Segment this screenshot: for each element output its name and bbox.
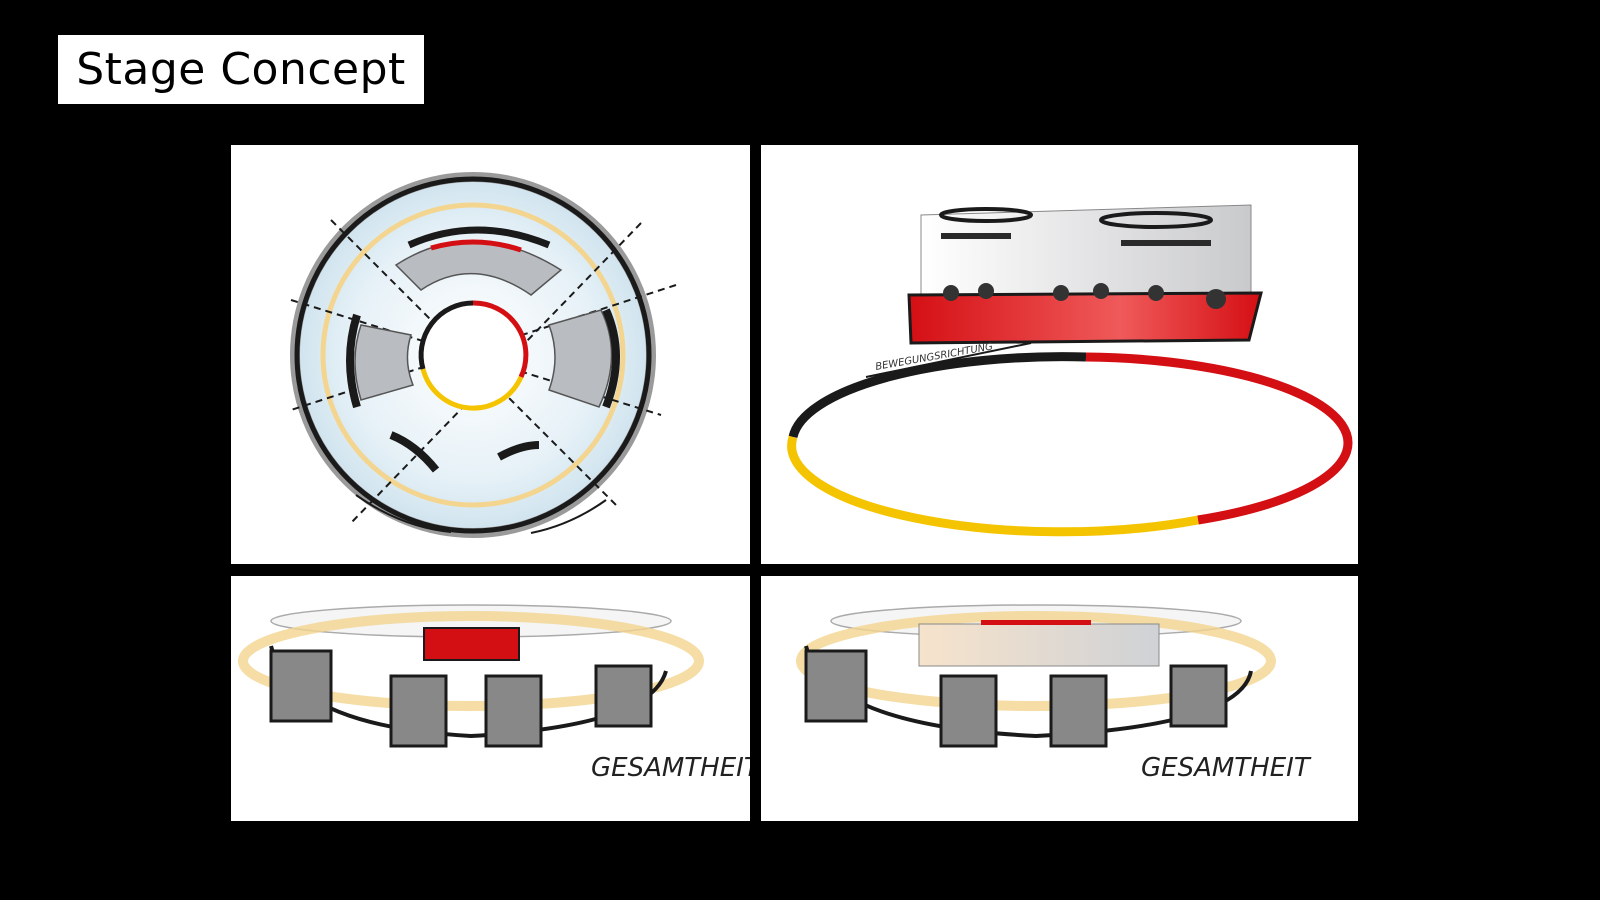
sketch-studio-perspective: BEWEGUNGSRICHTUNG — [761, 145, 1358, 564]
studio-perspective-drawing: BEWEGUNGSRICHTUNG — [787, 204, 1353, 537]
overall-label-right: GESAMTHEIT — [1141, 753, 1312, 783]
sketch-overall-landscape-screen: GESAMTHEIT — [761, 576, 1358, 821]
sketch-plan-view — [231, 145, 750, 564]
overall-landscape-screen-drawing: GESAMTHEIT — [796, 604, 1312, 783]
sketch-overall-red-screen: GESAMTHEIT — [231, 576, 750, 821]
plan-view-drawing — [290, 172, 677, 538]
overall-label-left: GESAMTHEIT — [591, 753, 750, 783]
slide-title-box: Stage Concept — [58, 35, 424, 104]
slide-title: Stage Concept — [76, 44, 406, 95]
overall-red-screen-drawing: GESAMTHEIT — [238, 604, 750, 783]
